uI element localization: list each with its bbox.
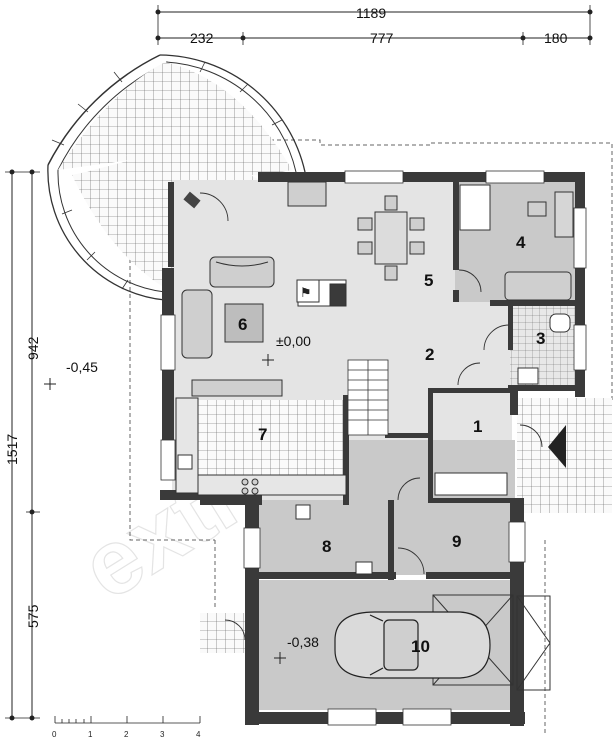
dim-side-lower: 575 bbox=[25, 604, 41, 628]
side-dimensions: 1517 942 575 bbox=[4, 169, 41, 721]
dim-side-upper: 942 bbox=[25, 336, 41, 360]
dim-top-mid: 777 bbox=[370, 30, 394, 46]
scale-label-4: 4 bbox=[196, 730, 201, 739]
svg-text:⚑: ⚑ bbox=[300, 286, 312, 301]
room-label-9: 9 bbox=[452, 532, 461, 551]
scale-label-1: 1 bbox=[88, 730, 93, 739]
scale-label-3: 3 bbox=[160, 730, 165, 739]
scale-bar bbox=[54, 716, 201, 724]
scale-label-2: 2 bbox=[124, 730, 129, 739]
level-garage: -0,38 bbox=[287, 634, 319, 650]
room-label-7: 7 bbox=[258, 425, 267, 444]
scale-label-0: 0 bbox=[52, 730, 57, 739]
doors bbox=[199, 192, 543, 641]
floors bbox=[172, 180, 612, 710]
windows bbox=[160, 170, 587, 726]
sofa bbox=[209, 256, 275, 288]
entrance-arrow-icon bbox=[548, 425, 566, 468]
room-label-8: 8 bbox=[322, 537, 331, 556]
camera-icon bbox=[183, 191, 201, 209]
room-label-3: 3 bbox=[536, 329, 545, 348]
dining-table bbox=[374, 211, 408, 265]
room-label-2: 2 bbox=[425, 345, 434, 364]
room-label-10: 10 bbox=[411, 637, 430, 656]
fireplace-icon: ⚑ bbox=[296, 279, 320, 303]
room-label-5: 5 bbox=[424, 271, 433, 290]
top-dimensions: 1189 232 777 180 bbox=[155, 5, 593, 46]
dim-top-right: 180 bbox=[544, 30, 568, 46]
room-label-6: 6 bbox=[238, 315, 247, 334]
car-icon bbox=[334, 611, 491, 679]
level-markers bbox=[44, 354, 286, 664]
stairs bbox=[347, 359, 389, 436]
roof-outline bbox=[129, 139, 613, 736]
dim-side-total: 1517 bbox=[4, 434, 20, 465]
level-terrace: -0,45 bbox=[66, 359, 98, 375]
furniture bbox=[175, 181, 574, 575]
room-label-4: 4 bbox=[516, 233, 526, 252]
level-main-floor: ±0,00 bbox=[276, 333, 311, 349]
dim-top-left: 232 bbox=[190, 30, 214, 46]
coffee-table bbox=[224, 303, 264, 343]
room-label-1: 1 bbox=[473, 417, 482, 436]
dim-top-total: 1189 bbox=[356, 5, 386, 21]
sofa bbox=[181, 289, 213, 359]
